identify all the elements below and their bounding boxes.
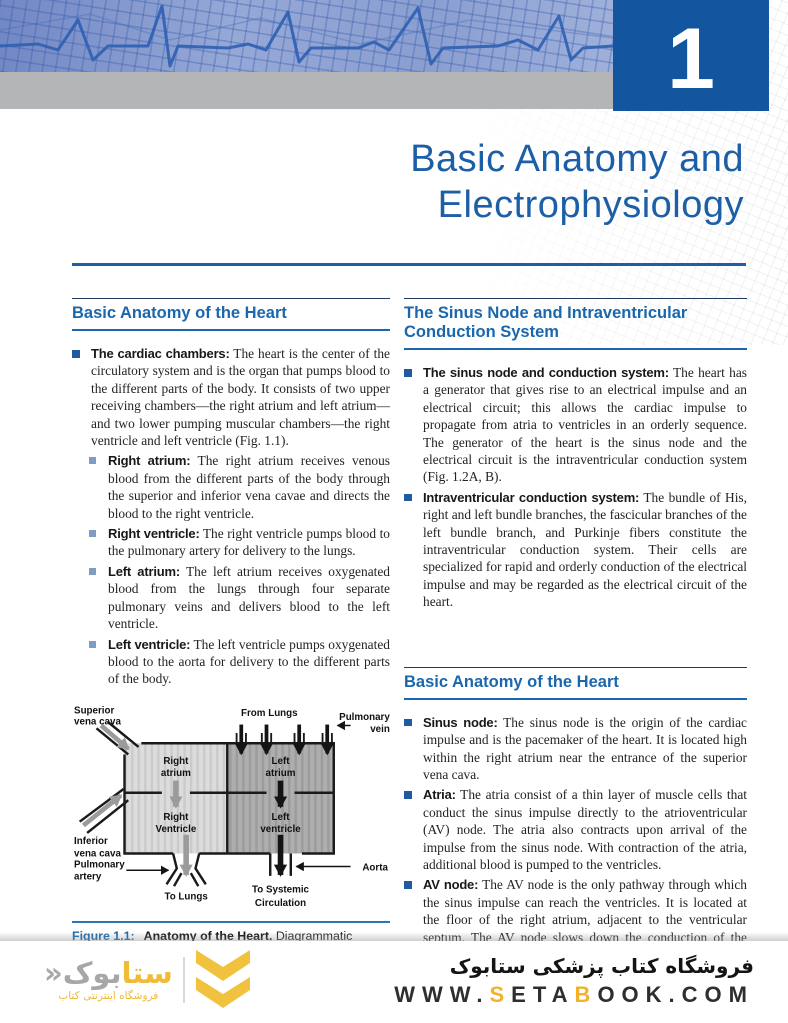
svg-text:ventricle: ventricle (260, 824, 301, 835)
svg-text:atrium: atrium (161, 768, 191, 779)
right-column: The Sinus Node and Intraventricular Cond… (404, 298, 747, 941)
bullet-label: Sinus node: (423, 714, 498, 730)
bullet-text: The atria consist of a thin layer of mus… (423, 787, 747, 872)
bullet-label: The cardiac chambers: (91, 346, 230, 361)
store-title: فروشگاه کتاب پزشکی ستابوک (449, 953, 754, 978)
label-left-atrium: Left (272, 756, 291, 767)
list-item: Sinus node: The sinus node is the origin… (404, 714, 747, 784)
heart-diagram: Superior vena cava From Lungs Pulmonary … (74, 705, 390, 908)
chapter-number-box: 1 (613, 0, 769, 111)
section-heading: Basic Anatomy of the Heart (72, 304, 287, 322)
svg-text:vena cava: vena cava (74, 848, 121, 859)
bullet-square-icon (404, 791, 412, 799)
section-heading: Basic Anatomy of the Heart (404, 672, 619, 691)
list-item: The sinus node and conduction system: Th… (404, 364, 747, 486)
chapter-number: 1 (667, 10, 715, 107)
ecg-trace-graphic (0, 4, 613, 68)
logo-text-block: ستابوک« فروشگاه اینترنتی کتاب (44, 958, 173, 1002)
bullet-square-icon (89, 530, 96, 538)
bullet-square-icon (404, 718, 412, 727)
section-heading-block: Basic Anatomy of the Heart (72, 298, 390, 331)
bullet-label: Left ventricle: (108, 636, 191, 652)
svg-text:vein: vein (370, 724, 390, 735)
list-item: Right atrium: The right atrium receives … (89, 452, 390, 522)
label-right-atrium: Right (163, 756, 189, 767)
figure-caption-title: Anatomy of the Heart. (143, 928, 273, 941)
bullet-text: The left atrium receives oxygenated bloo… (108, 563, 390, 632)
chevron-logo-icon (195, 950, 250, 1008)
label-inferior-vena-cava: Inferior (74, 836, 108, 847)
bullet-text: The heart has a generator that gives ris… (423, 365, 747, 485)
bullet-text: The right atrium receives venous blood f… (108, 453, 390, 521)
list-item: Right ventricle: The right ventricle pum… (89, 525, 390, 560)
section-heading-block: The Sinus Node and Intraventricular Cond… (404, 298, 747, 350)
bullet-text: The sinus node is the origin of the card… (423, 714, 747, 782)
svg-text:Circulation: Circulation (255, 898, 306, 909)
bullet-square-icon (89, 457, 96, 465)
list-item: Atria: The atria consist of a thin layer… (404, 786, 747, 873)
label-pulmonary-vein: Pulmonary (339, 712, 390, 723)
setabook-logo[interactable]: ستابوک« فروشگاه اینترنتی کتاب (44, 950, 251, 1010)
bullet-text: The left ventricle pumps oxygenated bloo… (108, 636, 390, 687)
bookstore-footer: ستابوک« فروشگاه اینترنتی کتاب فروشگاه کت… (0, 945, 788, 1023)
svg-text:artery: artery (74, 871, 102, 882)
bullet-square-icon (72, 350, 80, 358)
label-right-ventricle: Right (163, 812, 189, 823)
bullet-label: Right atrium: (108, 453, 191, 469)
footer-contact-block: فروشگاه کتاب پزشکی ستابوک WWW.SETABOOK.C… (394, 953, 754, 1008)
bullet-label: Intraventricular conduction system: (423, 489, 640, 505)
list-item: Intraventricular conduction system: The … (404, 489, 747, 611)
bullet-square-icon (89, 640, 96, 648)
logo-wordmark: ستابوک« (44, 956, 173, 990)
label-from-lungs: From Lungs (241, 708, 298, 719)
list-item: The cardiac chambers: The heart is the c… (72, 345, 390, 449)
bullet-list: The sinus node and conduction system: Th… (404, 364, 747, 611)
svg-text:atrium: atrium (266, 768, 296, 779)
svg-text:vena cava: vena cava (74, 716, 121, 727)
label-to-systemic: To Systemic (252, 884, 310, 895)
list-item: AV node: The AV node is the only pathway… (404, 876, 747, 941)
section-heading-block: Basic Anatomy of the Heart (404, 666, 747, 700)
ecg-banner-image (0, 0, 613, 72)
bullet-label: AV node: (423, 877, 479, 893)
venous-flow-arrows (81, 723, 193, 877)
title-rule (72, 263, 746, 266)
list-item: Left ventricle: The left ventricle pumps… (89, 636, 390, 688)
bullet-list: The cardiac chambers: The heart is the c… (72, 345, 390, 688)
list-item: Left atrium: The left atrium receives ox… (89, 563, 390, 633)
label-aorta: Aorta (362, 862, 388, 873)
bullet-text: The right ventricle pumps blood to the p… (108, 526, 390, 559)
figure-heart-anatomy: Superior vena cava From Lungs Pulmonary … (72, 704, 390, 941)
page-body: Basic Anatomy of the Heart The cardiac c… (0, 298, 788, 941)
bullet-text: The bundle of His, right and left bundle… (423, 489, 747, 610)
logo-divider (182, 957, 185, 1003)
bullet-square-icon (89, 567, 96, 575)
label-left-ventricle: Left (272, 812, 291, 823)
bullet-label: Right ventricle: (108, 526, 200, 542)
bullet-label: The sinus node and conduction system: (423, 365, 669, 380)
figure-labels: Superior vena cava From Lungs Pulmonary … (74, 705, 390, 908)
bullet-label: Left atrium: (108, 563, 180, 579)
label-superior-vena-cava: Superior (74, 705, 114, 716)
bullet-label: Atria: (423, 787, 456, 803)
arterial-flow-arrows (234, 724, 334, 877)
section-heading: The Sinus Node and Intraventricular Cond… (404, 304, 688, 341)
bullet-text: The heart is the center of the circulato… (91, 346, 390, 449)
figure-caption: Figure 1.1:Anatomy of the Heart. Diagram… (72, 920, 390, 941)
svg-text:Ventricle: Ventricle (155, 824, 196, 835)
bullet-square-icon (404, 369, 412, 377)
label-to-lungs: To Lungs (164, 891, 208, 902)
figure-caption-number: Figure 1.1: (72, 928, 135, 941)
bullet-square-icon (404, 493, 412, 502)
logo-tagline: فروشگاه اینترنتی کتاب (58, 990, 159, 1002)
label-pointer-arrows (126, 720, 351, 875)
left-column: Basic Anatomy of the Heart The cardiac c… (72, 298, 390, 941)
bullet-list: Sinus node: The sinus node is the origin… (404, 714, 747, 941)
label-pulmonary-artery: Pulmonary (74, 859, 125, 870)
website-url[interactable]: WWW.SETABOOK.COM (394, 981, 754, 1007)
bullet-square-icon (404, 881, 412, 889)
